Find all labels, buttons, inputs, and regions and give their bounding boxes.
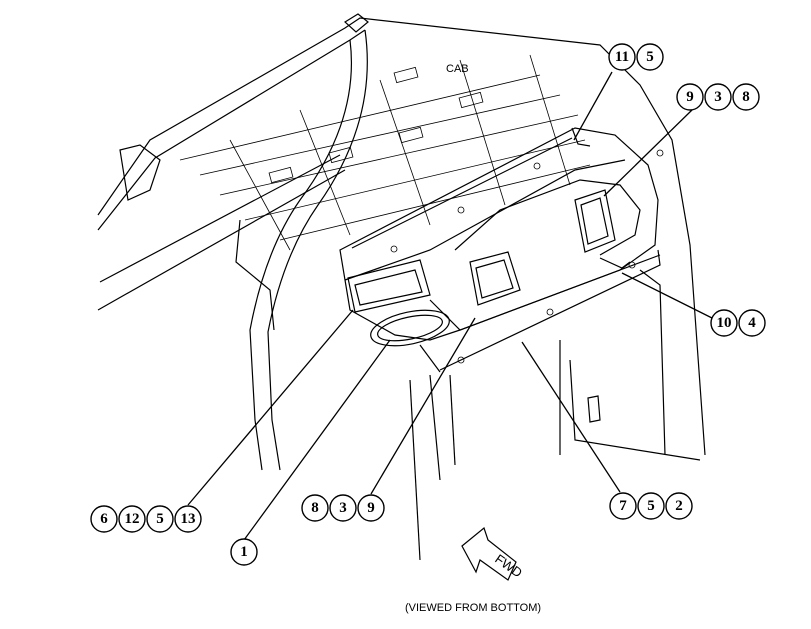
callout-10-4: 10 4 xyxy=(710,309,766,337)
callout-number: 5 xyxy=(647,498,655,514)
roof-grid xyxy=(179,54,591,251)
callout-1: 1 xyxy=(230,538,258,566)
callout-11-5: 11 5 xyxy=(608,43,664,71)
callout-number: 2 xyxy=(675,498,683,514)
callout-8-3-9: 8 3 9 xyxy=(301,494,385,522)
fwd-arrow: FWD xyxy=(461,526,525,581)
callout-number: 1 xyxy=(240,544,248,560)
callout-9-3-8: 9 3 8 xyxy=(676,83,760,111)
callout-number: 8 xyxy=(742,89,750,105)
cab-label: CAB xyxy=(446,63,469,75)
callout-number: 3 xyxy=(714,89,722,105)
view-note: (VIEWED FROM BOTTOM) xyxy=(405,602,541,614)
speaker-console xyxy=(339,127,664,373)
callout-7-5-2: 7 5 2 xyxy=(609,492,693,520)
callout-number: 11 xyxy=(615,49,629,65)
callout-number: 9 xyxy=(686,89,694,105)
callout-number: 3 xyxy=(339,500,347,516)
leader-lines xyxy=(187,71,717,541)
callout-number: 6 xyxy=(100,511,108,527)
callout-number: 9 xyxy=(367,500,375,516)
callout-number: 12 xyxy=(125,511,140,527)
fwd-label: FWD xyxy=(492,551,525,580)
callout-number: 5 xyxy=(156,511,164,527)
callout-number: 8 xyxy=(311,500,319,516)
callout-number: 4 xyxy=(748,315,756,331)
callout-number: 7 xyxy=(619,498,627,514)
callout-number: 10 xyxy=(717,315,732,331)
callout-number: 5 xyxy=(646,49,654,65)
callout-6-12-5-13: 6 12 5 13 xyxy=(90,505,202,533)
callout-number: 13 xyxy=(181,511,196,527)
